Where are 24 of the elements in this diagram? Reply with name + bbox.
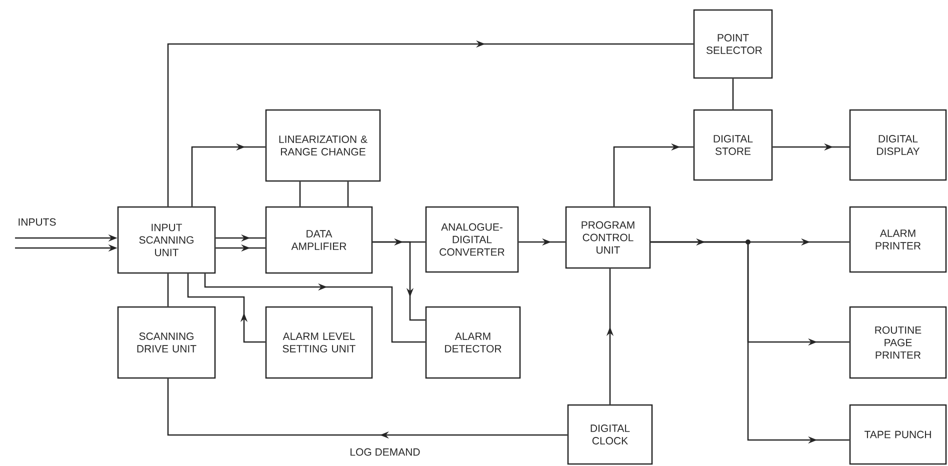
connector-arrow [167,378,568,439]
block-box: ROUTINE PAGE PRINTER [849,306,947,379]
block-box: ALARM PRINTER [849,206,947,273]
block-box: ALARM DETECTOR [425,306,521,379]
block-box: POINT SELECTOR [693,9,773,79]
block-box: TAPE PUNCH [849,404,947,465]
connector-arrow [191,143,266,206]
connector-arrow [167,40,694,206]
block-box: LINEARIZATION & RANGE CHANGE [265,109,381,182]
connector-arrow [204,274,426,343]
block-box: DIGITAL CLOCK [567,404,653,465]
block-box: ANALOGUE-DIGITAL CONVERTER [425,206,519,273]
block-box: PROGRAM CONTROL UNIT [565,206,651,269]
connector-arrow [613,143,694,206]
connector-arrow [187,274,266,343]
block-box: SCANNING DRIVE UNIT [117,306,216,379]
connector-arrow [372,241,426,321]
block-box: DIGITAL DISPLAY [849,109,947,181]
block-box: DIGITAL STORE [693,109,773,181]
edge-label: LOG DEMAND [350,448,420,456]
block-box: ALARM LEVEL SETTING UNIT [265,306,373,379]
input-label: INPUTS [18,218,56,226]
block-box: INPUT SCANNING UNIT [117,206,216,274]
block-box: DATA AMPLIFIER [265,206,373,274]
